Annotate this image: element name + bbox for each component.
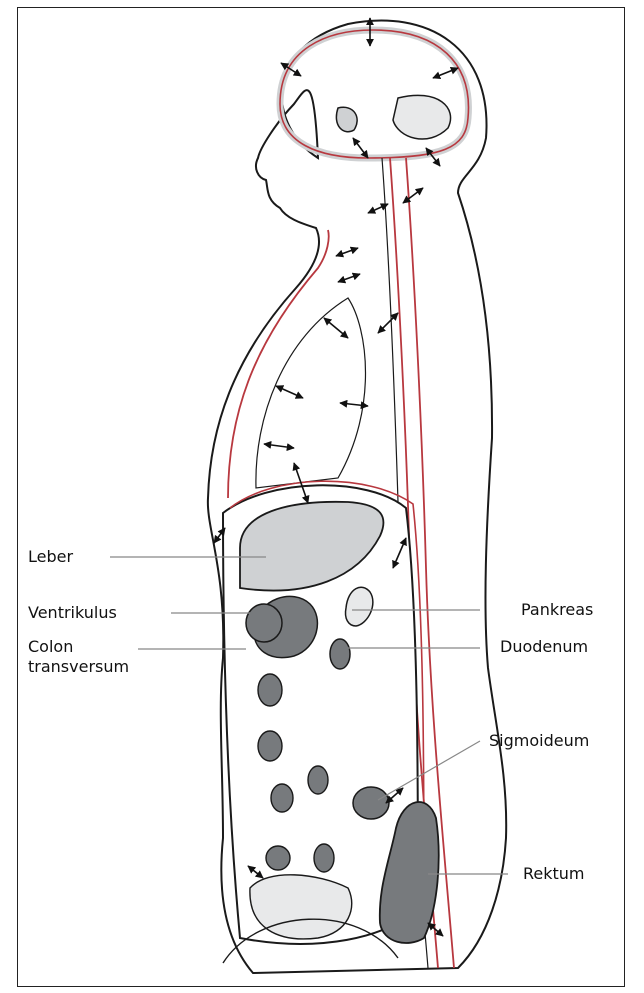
intestine-loop (258, 674, 282, 706)
label-leber: Leber (28, 547, 73, 567)
label-colon-line2: transversum (28, 657, 129, 677)
label-ventrikulus: Ventrikulus (28, 603, 117, 623)
intestine-loop (266, 846, 290, 870)
label-colon-line1: Colon (28, 637, 73, 657)
label-rektum: Rektum (523, 864, 585, 884)
label-pankreas: Pankreas (521, 600, 593, 620)
label-duodenum: Duodenum (500, 637, 588, 657)
duodenum (330, 639, 350, 669)
intestine-loop (271, 784, 293, 812)
intestine-loop (314, 844, 334, 872)
cerebellum (393, 95, 451, 139)
anatomy-illustration (18, 8, 625, 987)
intestine-loop (308, 766, 328, 794)
pituitary (336, 107, 357, 131)
colon-transversum (246, 604, 282, 642)
intestine-loop (258, 731, 282, 761)
sigmoideum (353, 787, 389, 819)
figure-frame: Leber Ventrikulus Colon transversum Pank… (17, 7, 625, 987)
label-sigmoideum: Sigmoideum (489, 731, 589, 751)
